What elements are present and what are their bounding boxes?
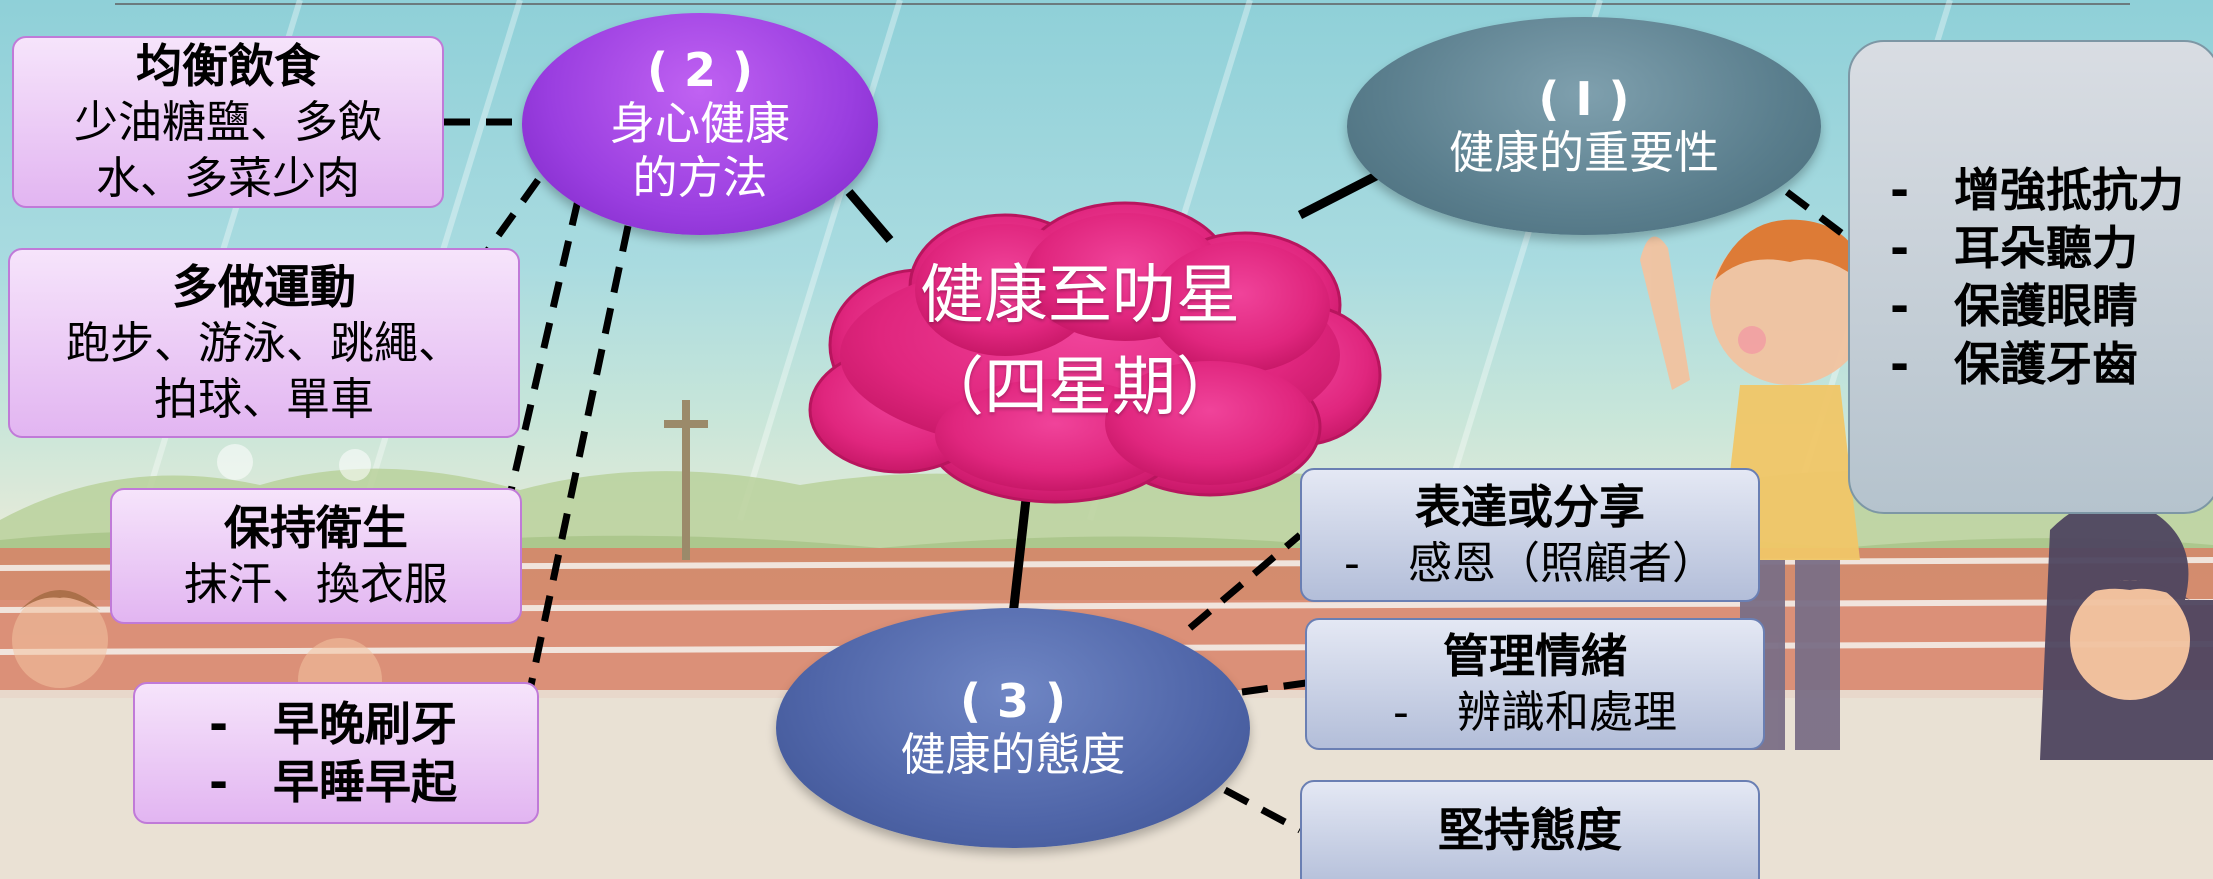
bullet-item: - 保護眼睛 bbox=[1890, 277, 2138, 335]
topic2-label-line2: 的方法 bbox=[632, 151, 768, 204]
bullet-item: - 辨識和處理 bbox=[1393, 685, 1677, 741]
bullet-item: - 早晚刷牙 bbox=[209, 695, 457, 753]
bullet-dash: - bbox=[1393, 687, 1409, 738]
topic3-number: ( 3 ) bbox=[959, 674, 1067, 728]
center-subtitle: （四星期） bbox=[920, 351, 1240, 425]
connector-topic2-box4 bbox=[526, 225, 632, 691]
bullet-text: 保護牙齒 bbox=[1954, 337, 2138, 391]
bullet-dash: - bbox=[1890, 163, 1910, 217]
bullet-text: 增強抵抗力 bbox=[1954, 163, 2184, 217]
topic3-box-express: 表達或分享 - 感恩（照顧者） bbox=[1300, 468, 1760, 602]
connector-topic3-box1 bbox=[1187, 532, 1303, 631]
connector-topic3-box2 bbox=[1241, 679, 1307, 696]
bullet-text: 感恩（照顧者） bbox=[1408, 538, 1716, 589]
bullet-dash: - bbox=[1890, 221, 1910, 275]
connector-topic2-box2 bbox=[485, 177, 541, 253]
connector-center-topic2 bbox=[845, 189, 894, 243]
topic3-box-emotions: 管理情緒 - 辨識和處理 bbox=[1305, 618, 1765, 750]
bullet-item: - 感恩（照顧者） bbox=[1344, 536, 1716, 592]
connector-topic1-box bbox=[1784, 189, 1851, 241]
box-title: 管理情緒 bbox=[1443, 629, 1627, 683]
topic3-box-persistence: 堅持態度 bbox=[1300, 780, 1760, 879]
box-title: 保持衛生 bbox=[224, 501, 408, 555]
topic1-box-importance: - 增強抵抗力 - 耳朵聽力 - 保護眼睛 - 保護牙齒 bbox=[1848, 40, 2213, 514]
box-line: 少油糖鹽、多飲 bbox=[74, 97, 382, 148]
box-line: 拍球、單車 bbox=[154, 374, 374, 425]
connector-topic2-box3 bbox=[506, 199, 582, 496]
center-title: 健康至叻星 bbox=[920, 259, 1240, 333]
topic2-number: ( 2 ) bbox=[646, 43, 754, 97]
topic2-box-diet: 均衡飲食 少油糖鹽、多飲 水、多菜少肉 bbox=[12, 36, 444, 208]
topic2-box-exercise: 多做運動 跑步、游泳、跳繩、 拍球、單車 bbox=[8, 248, 520, 438]
topic1-node: ( I ) 健康的重要性 bbox=[1347, 17, 1821, 235]
topic2-box-habits: - 早晚刷牙 - 早睡早起 bbox=[133, 682, 539, 824]
connector-center-topic3 bbox=[1008, 489, 1032, 616]
bullet-item: - 耳朵聽力 bbox=[1890, 219, 2138, 277]
bullet-text: 早睡早起 bbox=[273, 755, 457, 809]
topic2-box-hygiene: 保持衛生 抹汗、換衣服 bbox=[110, 488, 522, 624]
bullet-text: 耳朵聽力 bbox=[1954, 221, 2138, 275]
center-topic: 健康至叻星 （四星期） bbox=[860, 250, 1300, 434]
bullet-text: 辨識和處理 bbox=[1457, 687, 1677, 738]
bullet-item: - 保護牙齒 bbox=[1890, 335, 2138, 393]
center-cloud-shape bbox=[808, 201, 1382, 504]
bullet-dash: - bbox=[209, 697, 229, 751]
box-line: 抹汗、換衣服 bbox=[184, 559, 448, 610]
box-title: 表達或分享 bbox=[1415, 480, 1645, 534]
topic2-node: ( 2 ) 身心健康 的方法 bbox=[522, 13, 878, 235]
bullet-item: - 增強抵抗力 bbox=[1890, 161, 2184, 219]
topic3-node: ( 3 ) 健康的態度 bbox=[776, 608, 1250, 848]
bullet-item: - 早睡早起 bbox=[209, 753, 457, 811]
box-title: 堅持態度 bbox=[1438, 803, 1622, 857]
box-line: 水、多菜少肉 bbox=[96, 153, 360, 204]
bullet-text: 早晚刷牙 bbox=[273, 697, 457, 751]
bullet-dash: - bbox=[1344, 538, 1360, 589]
box-title: 多做運動 bbox=[172, 260, 356, 314]
bullet-dash: - bbox=[1890, 337, 1910, 391]
topic2-label-line1: 身心健康 bbox=[609, 97, 790, 150]
bullet-dash: - bbox=[209, 755, 229, 809]
connector-center-topic1 bbox=[1297, 170, 1381, 220]
connector-topic3-box3 bbox=[1223, 786, 1302, 834]
topic1-number: ( I ) bbox=[1538, 72, 1630, 126]
topic3-label: 健康的態度 bbox=[900, 728, 1126, 781]
topic1-label: 健康的重要性 bbox=[1448, 126, 1719, 179]
bullet-dash: - bbox=[1890, 279, 1910, 333]
bullet-text: 保護眼睛 bbox=[1954, 279, 2138, 333]
box-line: 跑步、游泳、跳繩、 bbox=[66, 318, 462, 369]
box-title: 均衡飲食 bbox=[136, 39, 320, 93]
